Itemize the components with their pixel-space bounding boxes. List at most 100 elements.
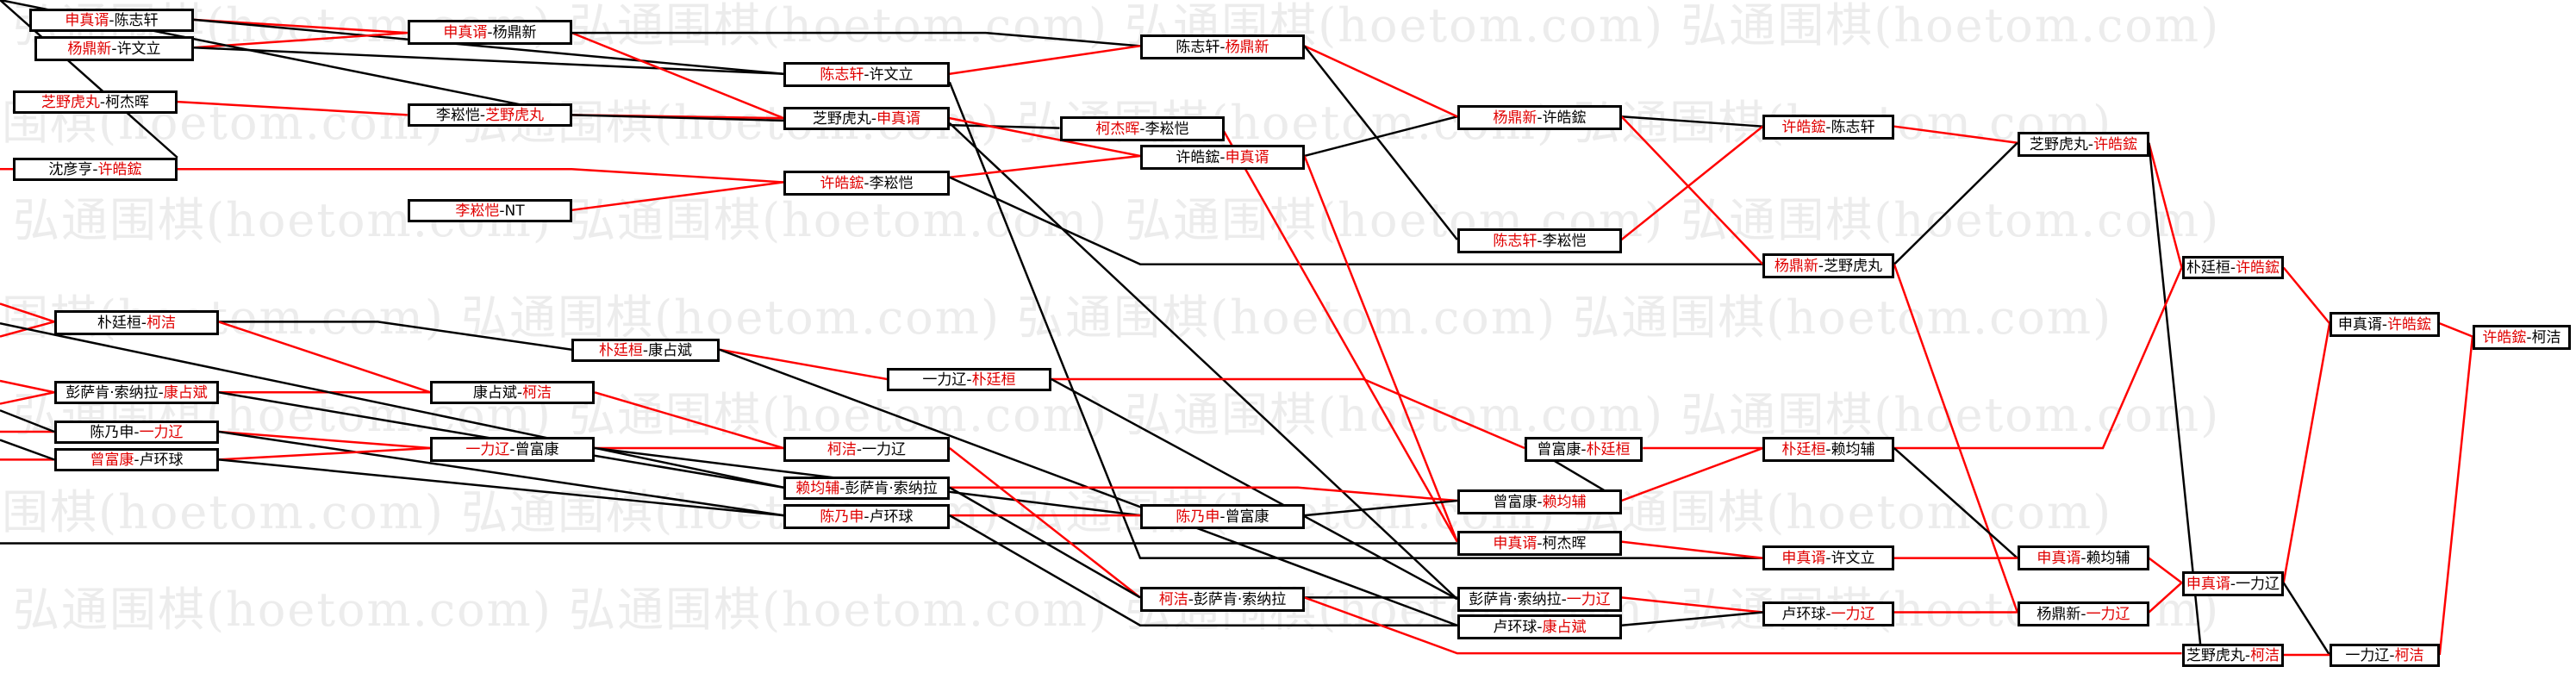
separator: - [1825, 605, 1831, 623]
separator: - [516, 383, 523, 402]
winner-line [1893, 125, 2018, 144]
winner-line [1893, 266, 2183, 450]
separator: - [479, 106, 486, 124]
separator: - [839, 479, 845, 497]
player-2: 杨鼎新 [492, 23, 537, 41]
separator: - [1561, 590, 1567, 608]
player-2: 柯洁 [147, 314, 177, 332]
player-2: 朴廷桓 [971, 371, 1016, 389]
winner-line [2282, 323, 2331, 583]
loser-line [949, 176, 1763, 265]
player-2: 曾富康 [1225, 508, 1269, 526]
match-box: 卢环球-一力辽 [1762, 601, 1894, 626]
winner-line [1621, 596, 1763, 614]
winner-line [1621, 446, 1763, 502]
player-1: 柯洁 [1158, 590, 1188, 608]
player-2: 柯洁 [522, 383, 552, 402]
player-1: 许皓鋐 [820, 174, 864, 192]
player-1: 申真谞 [1493, 534, 1537, 552]
winner-line [949, 447, 1141, 599]
loser-line [1621, 115, 1763, 128]
player-2: 彭萨肯·索纳拉 [845, 479, 938, 497]
player-1: 陈乃申 [820, 508, 864, 526]
player-1: 一力辽 [922, 371, 967, 389]
match-box: 陈志轩-李崧恺 [1457, 228, 1622, 253]
loser-line [1893, 141, 2018, 265]
player-1: 卢环球 [1781, 605, 1826, 623]
player-1: 曾富康 [1493, 493, 1537, 511]
match-box: 一力辽-柯洁 [2330, 644, 2440, 667]
player-2: 赖均辅 [2086, 549, 2130, 567]
loser-line [0, 322, 784, 489]
player-1: 曾富康 [90, 451, 134, 469]
player-1: 陈志轩 [820, 65, 864, 84]
player-1: 许皓鋐 [1176, 148, 1220, 166]
player-1: 朴廷桓 [97, 314, 141, 332]
match-box: 许皓鋐-申真谞 [1140, 145, 1305, 170]
player-2: 一力辽 [2086, 605, 2130, 623]
match-box: 曾富康-朴廷桓 [1525, 437, 1643, 462]
player-2: 一力辽 [862, 440, 907, 458]
separator: - [1537, 534, 1543, 552]
match-box: 杨鼎新-一力辽 [2018, 601, 2149, 626]
player-2: 一力辽 [139, 423, 184, 441]
separator: - [856, 440, 863, 458]
separator: - [1139, 120, 1145, 138]
match-box: 赖均辅-彭萨肯·索纳拉 [783, 477, 950, 500]
winner-line [177, 167, 784, 184]
winner-line [719, 348, 888, 381]
winner-line [177, 100, 408, 116]
separator: - [99, 93, 106, 111]
player-2: 康占斌 [648, 341, 693, 359]
winner-line [0, 391, 55, 405]
match-box: 朴廷桓-康占斌 [571, 339, 720, 362]
separator: - [864, 174, 870, 192]
match-box: 沈彦亨-许皓鋐 [13, 158, 178, 181]
match-box: 申真谞-赖均辅 [2018, 545, 2149, 570]
separator: - [1825, 549, 1831, 567]
loser-line [1303, 45, 1458, 240]
separator: - [2080, 605, 2086, 623]
player-2: 一力辽 [2236, 575, 2280, 593]
match-box: 卢环球-康占斌 [1457, 614, 1622, 639]
match-box: 陈志轩-杨鼎新 [1140, 34, 1305, 59]
winner-line [218, 430, 431, 450]
loser-line [571, 31, 1141, 47]
winner-line [193, 18, 408, 34]
winner-line [949, 154, 1141, 178]
separator: - [1537, 109, 1543, 127]
player-2: 康占斌 [1542, 618, 1587, 636]
separator: - [642, 341, 649, 359]
separator: - [1537, 493, 1543, 511]
loser-line [1051, 377, 1458, 601]
player-1: 卢环球 [1493, 618, 1537, 636]
winner-line [949, 116, 1141, 158]
player-2: 柯杰晖 [105, 93, 150, 111]
player-2: 柯洁 [2531, 328, 2561, 346]
match-box: 一力辽-朴廷桓 [887, 368, 1051, 391]
player-1: 许皓鋐 [1781, 118, 1826, 136]
winner-line [218, 446, 431, 461]
player-1: 曾富康 [1537, 440, 1581, 458]
player-1: 陈乃申 [90, 423, 134, 441]
player-2: 许文立 [116, 40, 161, 58]
player-1: 康占斌 [472, 383, 517, 402]
match-box: 芝野虎丸-柯杰晖 [13, 90, 178, 114]
match-box: 芝野虎丸-柯洁 [2182, 644, 2284, 667]
match-box: 许皓鋐-李崧恺 [783, 171, 950, 196]
player-1: 申真谞 [2186, 575, 2230, 593]
player-2: 卢环球 [869, 508, 914, 526]
separator: - [487, 23, 493, 41]
player-2: 申真谞 [1225, 148, 1269, 166]
separator: - [1818, 257, 1824, 275]
player-1: 彭萨肯·索纳拉 [1469, 590, 1562, 608]
player-2: 卢环球 [139, 451, 184, 469]
separator: - [158, 383, 164, 402]
winner-line [1303, 155, 1458, 543]
match-box: 朴廷桓-赖均辅 [1762, 437, 1894, 462]
match-box: 曾富康-卢环球 [54, 448, 219, 471]
match-box: 柯洁-彭萨肯·索纳拉 [1140, 587, 1305, 612]
match-box: 彭萨肯·索纳拉-康占斌 [54, 381, 219, 404]
winner-line [2438, 336, 2474, 656]
